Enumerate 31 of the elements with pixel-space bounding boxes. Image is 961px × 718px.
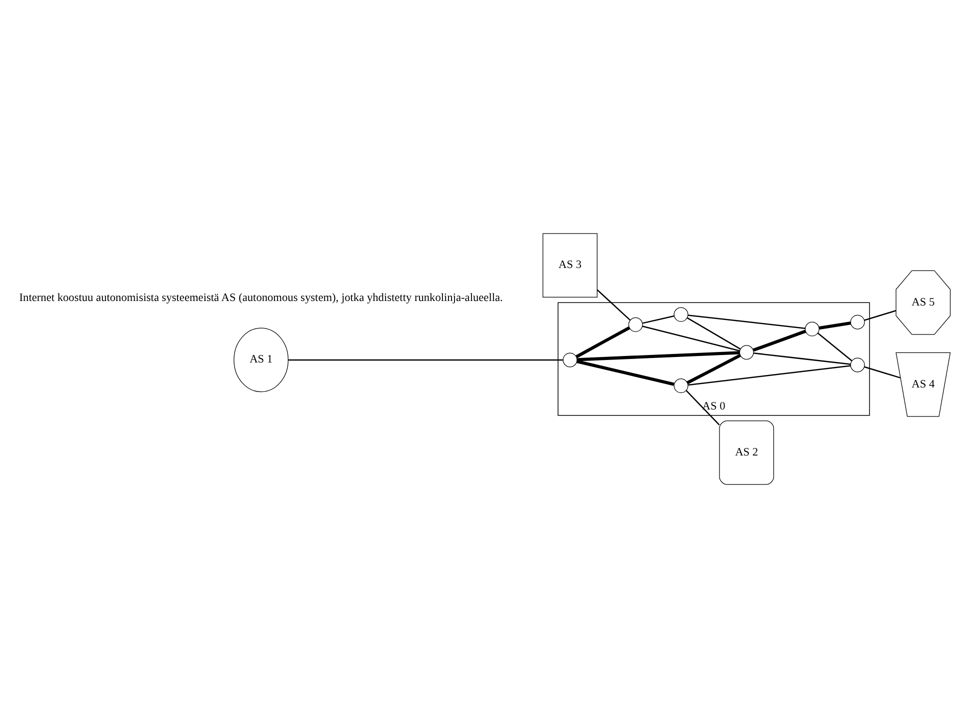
node-circle xyxy=(674,378,688,394)
node-circle xyxy=(674,307,688,322)
label: Internet koostuu autonomisista systeemeistä AS (autonomous system), jotka yhdistetty runkolinja-alueella. xyxy=(19,292,503,304)
node-circle xyxy=(804,322,820,336)
connector xyxy=(687,317,741,350)
node-ellipse: AS 1 xyxy=(234,328,288,392)
connector xyxy=(686,354,741,384)
connector xyxy=(642,315,674,324)
connector xyxy=(864,366,901,378)
connector xyxy=(817,332,852,362)
node-circle xyxy=(850,314,865,330)
node-circle xyxy=(628,317,643,332)
connector xyxy=(576,360,674,386)
connector xyxy=(576,326,630,358)
node-circle xyxy=(562,352,578,368)
node-circle xyxy=(850,358,865,372)
cluster: AS 0 xyxy=(558,302,870,416)
connector xyxy=(818,322,851,330)
connector xyxy=(754,352,851,365)
connector xyxy=(686,390,720,426)
node-box: AS 2 xyxy=(719,420,774,485)
connector xyxy=(688,365,851,386)
connector xyxy=(752,330,806,352)
node-circle xyxy=(739,345,754,360)
connector xyxy=(577,351,740,362)
connector xyxy=(864,310,896,321)
connector xyxy=(688,314,806,329)
connector xyxy=(288,359,563,361)
node-box: AS 3 xyxy=(542,233,598,298)
connector xyxy=(596,289,630,321)
connector xyxy=(642,326,740,352)
